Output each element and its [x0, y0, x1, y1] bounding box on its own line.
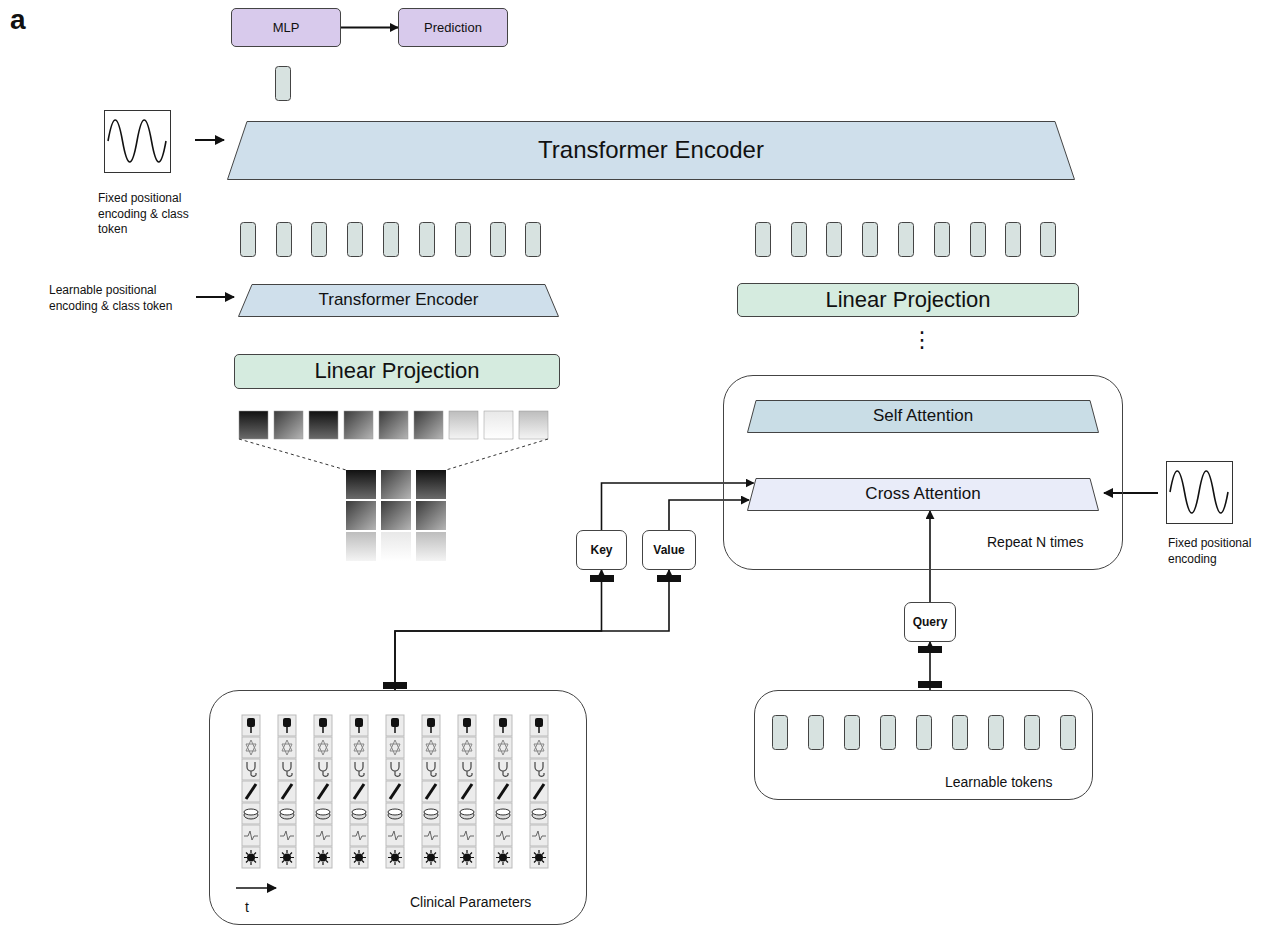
class-token — [276, 67, 291, 101]
connector-arrow — [341, 27, 398, 29]
node-label: Self Attention — [873, 406, 973, 426]
trapezoid-outline — [239, 285, 559, 317]
repeat-block: Repeat N times Self AttentionCross Attent… — [723, 375, 1123, 570]
xray-grid — [346, 470, 446, 561]
clinical-icons — [242, 715, 548, 868]
projection-box: Linear Projection — [737, 283, 1079, 317]
value-box: Value — [642, 530, 696, 570]
trapezoid-outline — [228, 122, 1075, 180]
node-label: Value — [653, 543, 684, 557]
node-label: Transformer Encoder — [319, 290, 479, 310]
node-label: MLP — [273, 20, 300, 36]
node-label: Linear Projection — [314, 358, 479, 384]
connector-arrow — [669, 500, 749, 530]
connector-arrow — [929, 511, 931, 602]
connector-arrow — [929, 642, 931, 690]
node-label: Repeat N times — [987, 534, 1083, 551]
connector-arrow — [395, 570, 602, 690]
ellipsis-mark: ⋮ — [911, 326, 933, 355]
node-label: Key — [590, 543, 612, 557]
node-label: Clinical Parameters — [410, 894, 531, 911]
token-row — [241, 223, 541, 257]
trapezoid-outline — [748, 479, 1099, 511]
clinical-panel: Clinical Parameters — [209, 690, 587, 925]
axis-label: t — [245, 898, 249, 916]
node-label: Prediction — [424, 20, 482, 36]
token-row — [756, 223, 1056, 257]
node-label: Learnable tokens — [945, 774, 1052, 791]
input-arrow — [196, 296, 234, 298]
node-label: Query — [913, 615, 948, 629]
zoom-line — [446, 439, 548, 470]
input-arrow — [195, 139, 224, 141]
time-arrow — [236, 887, 276, 889]
image-patches — [239, 411, 548, 439]
node-label: Transformer Encoder — [538, 136, 764, 165]
trapezoid-outline — [748, 401, 1099, 433]
encoder-trapezoid: Transformer Encoder — [238, 284, 559, 317]
input-arrow — [1104, 492, 1158, 494]
attention-trapezoid: Cross Attention — [747, 478, 1099, 511]
panel-letter: a — [10, 2, 26, 38]
key-box: Key — [576, 530, 627, 570]
connector-arrow — [602, 483, 754, 530]
attention-trapezoid: Self Attention — [747, 400, 1099, 433]
prediction-box: Prediction — [398, 8, 508, 47]
input-note: Fixed positional encoding — [1168, 536, 1264, 567]
zoom-line — [239, 439, 346, 470]
token-row — [773, 716, 1076, 750]
input-note: Learnable positional encoding & class to… — [49, 283, 184, 314]
mlp-box: MLP — [231, 8, 341, 47]
projection-box: Linear Projection — [234, 354, 560, 389]
encoder-trapezoid: Transformer Encoder — [227, 121, 1075, 180]
query-box: Query — [904, 602, 956, 642]
sine-icon — [1167, 462, 1233, 524]
input-note: Fixed positional encoding & class token — [98, 191, 210, 238]
node-label: Cross Attention — [865, 484, 980, 504]
projection-bar — [383, 575, 942, 689]
node-label: Linear Projection — [825, 287, 990, 313]
sine-icon — [105, 111, 171, 173]
connector-arrow — [395, 570, 669, 690]
tokens-panel: Learnable tokens — [754, 690, 1093, 800]
